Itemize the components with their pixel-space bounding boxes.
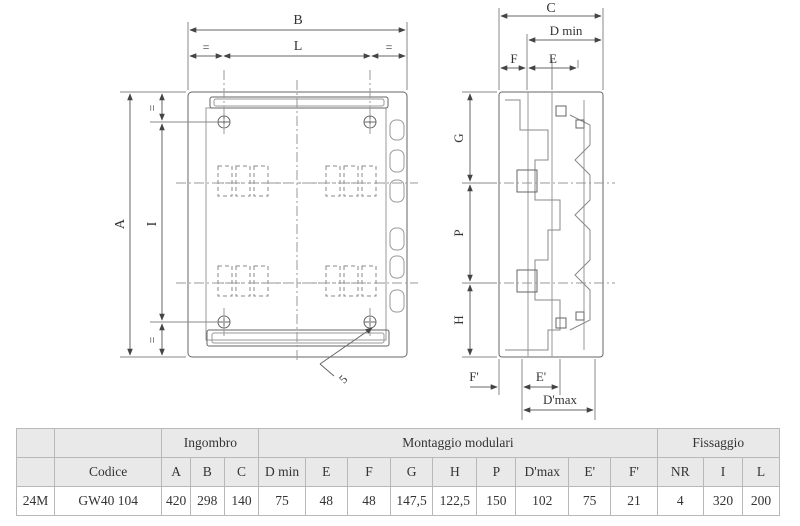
- dim-F-label: F: [510, 51, 517, 66]
- table-header-cell: E': [568, 457, 612, 487]
- table-header-row: Codice A B C D min E F G H P D'max E' F'…: [16, 457, 781, 487]
- dim-E-label: E: [549, 51, 557, 66]
- dim-L-label: L: [294, 39, 303, 54]
- table-group-row: Ingombro Montaggio modulari Fissaggio: [16, 428, 781, 458]
- table-stub-cell: [16, 457, 55, 487]
- table-header-cell: F: [346, 457, 392, 487]
- dim-eq-label: =: [203, 40, 210, 54]
- front-view: [120, 22, 418, 377]
- technical-drawing: B L = = A I = = 5: [113, 1, 615, 420]
- table-cell: 200: [741, 486, 781, 516]
- bottom-slot: [206, 329, 390, 347]
- table-cell: 75: [568, 486, 612, 516]
- group-header-ingombro: Ingombro: [161, 428, 260, 458]
- table-header-cell: A: [161, 457, 191, 487]
- table-header-cell: F': [610, 457, 658, 487]
- table-header-cell: C: [223, 457, 260, 487]
- table-cell: 420: [161, 486, 191, 516]
- table-cell: GW40 104: [53, 486, 163, 516]
- table-header-cell: H: [432, 457, 478, 487]
- dim-C-label: C: [546, 1, 555, 16]
- dim-eq-label: =: [145, 104, 159, 111]
- table-header-cell: D'max: [515, 457, 570, 487]
- group-header-fissaggio: Fissaggio: [656, 428, 781, 458]
- table-header-cell: L: [741, 457, 781, 487]
- table-cell: 21: [610, 486, 658, 516]
- table-header-cell: I: [702, 457, 743, 487]
- table-header-cell: P: [476, 457, 517, 487]
- dim-P-label: P: [451, 229, 466, 236]
- dim-eq-label: =: [145, 336, 159, 343]
- spec-table: Ingombro Montaggio modulari Fissaggio Co…: [16, 428, 781, 516]
- table-cell: 122,5: [432, 486, 478, 516]
- row-label-cell: 24M: [16, 486, 55, 516]
- table-header-cell: D min: [258, 457, 306, 487]
- table-cell: 48: [346, 486, 392, 516]
- dim-A-label: A: [113, 218, 128, 229]
- table-stub-cell: [16, 428, 55, 458]
- dim-5-label: 5: [336, 372, 350, 386]
- dim-Dmin-label: D min: [550, 23, 583, 38]
- table-cell: 48: [304, 486, 348, 516]
- dim-Dmax-label: D'max: [543, 392, 578, 407]
- dim-eq-label: =: [386, 40, 393, 54]
- table-cell: 102: [515, 486, 570, 516]
- dim-Fprime-label: F': [469, 369, 479, 384]
- table-cell: 4: [656, 486, 704, 516]
- table-header-cell: E: [304, 457, 348, 487]
- table-header-cell: NR: [656, 457, 704, 487]
- table-header-cell: Codice: [53, 457, 163, 487]
- side-view: [462, 8, 615, 420]
- dim-H-label: H: [451, 315, 466, 324]
- inner-frame: [205, 107, 387, 341]
- table-cell: 298: [189, 486, 225, 516]
- group-header-montaggio: Montaggio modulari: [258, 428, 658, 458]
- side-outline: [498, 91, 604, 358]
- table-row: 24M GW40 104 420 298 140 75 48 48 147,5 …: [16, 486, 781, 516]
- table-header-cell: B: [189, 457, 225, 487]
- dim-Eprime-label: E': [536, 369, 546, 384]
- top-slot: [209, 96, 389, 109]
- table-cell: 150: [476, 486, 517, 516]
- dim-B-label: B: [293, 13, 302, 28]
- dim-I-label: I: [145, 221, 160, 226]
- table-cell: 320: [702, 486, 743, 516]
- table-cell: 147,5: [390, 486, 434, 516]
- table-cell: 140: [223, 486, 260, 516]
- table-header-cell: G: [390, 457, 434, 487]
- table-cell: 75: [258, 486, 306, 516]
- dim-G-label: G: [451, 133, 466, 142]
- table-empty-cell: [53, 428, 163, 458]
